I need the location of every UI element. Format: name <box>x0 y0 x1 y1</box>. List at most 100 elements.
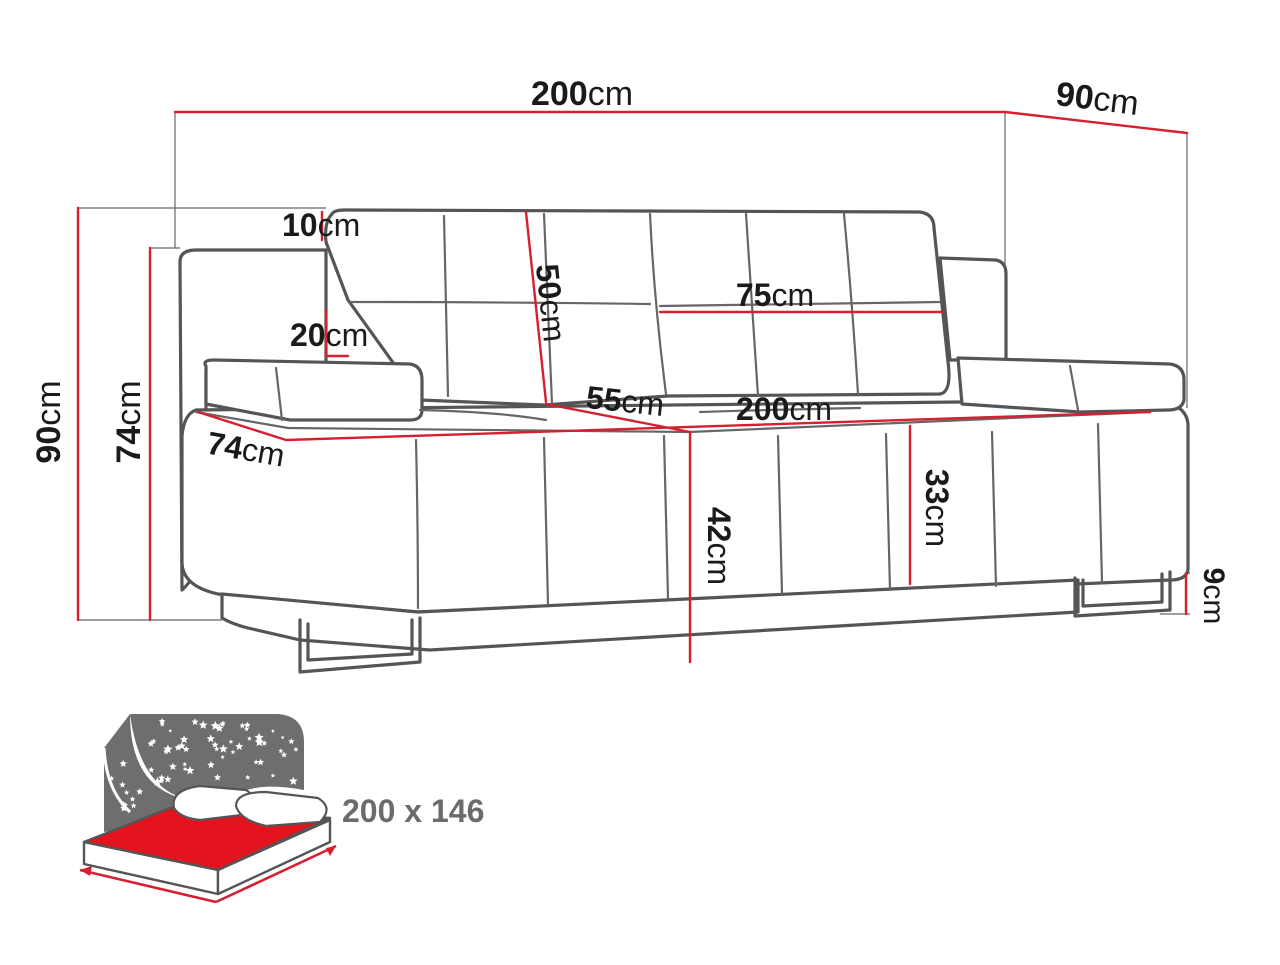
star-icon <box>270 773 276 778</box>
star-icon <box>278 748 284 754</box>
star-icon <box>281 751 288 758</box>
label-total-height: 90cm <box>30 380 68 463</box>
label-backrest-width: 75cm <box>736 277 814 313</box>
star-icon <box>213 773 222 781</box>
star-icon <box>215 723 224 732</box>
arrowhead <box>326 846 336 856</box>
star-icon <box>124 789 130 795</box>
star-icon <box>244 721 251 728</box>
dim-line-side-depth <box>196 410 288 442</box>
sofa <box>178 208 1190 674</box>
stars-icon <box>108 717 299 812</box>
star-icon <box>220 754 225 759</box>
star-icon <box>219 744 228 753</box>
star-icon <box>280 735 285 740</box>
star-icon <box>206 734 215 743</box>
star-icon <box>230 749 236 755</box>
star-icon <box>257 758 265 766</box>
star-icon <box>253 759 259 765</box>
pillow-right <box>234 790 328 828</box>
star-icon <box>163 744 173 754</box>
star-icon <box>129 796 136 802</box>
star-icon <box>108 775 115 781</box>
star-icon <box>182 745 190 753</box>
star-icon <box>245 774 251 780</box>
star-icon <box>148 766 155 773</box>
label-armrest-width: 10cm <box>282 207 360 243</box>
star-icon <box>198 720 208 729</box>
star-icon <box>164 775 172 783</box>
label-total-width: 200cm <box>531 75 633 113</box>
star-icon <box>120 800 127 807</box>
star-icon <box>191 718 199 725</box>
label-seat-cushion-height: 33cm <box>919 469 955 547</box>
star-icon <box>182 761 188 767</box>
star-icon <box>235 742 244 750</box>
star-icon <box>247 736 252 741</box>
star-icon <box>211 741 219 748</box>
star-icon <box>159 778 165 784</box>
star-icon <box>270 729 275 733</box>
backrest <box>324 208 951 407</box>
star-icon <box>254 737 264 747</box>
star-icon <box>219 721 226 727</box>
star-icon <box>163 748 170 755</box>
star-icon <box>136 788 144 795</box>
star-icon <box>179 735 189 744</box>
star-icon <box>178 741 186 750</box>
dimension-lines <box>76 110 1189 664</box>
dim-line-backrest-height <box>524 210 548 404</box>
star-icon <box>130 802 137 809</box>
star-icon <box>239 722 246 729</box>
label-side-depth: 74cm <box>204 425 287 474</box>
right-armrest <box>938 256 1008 362</box>
star-icon <box>289 776 298 785</box>
right-leg <box>1073 570 1172 618</box>
star-icon <box>293 746 299 752</box>
bed-size-label: 200 x 146 <box>342 793 484 829</box>
star-icon <box>182 766 188 771</box>
dimension-labels: 200cm 90cm 90cm 74cm 10cm 20cm 50cm 75cm… <box>30 75 1230 624</box>
star-icon <box>147 740 155 747</box>
left-arm-cushion <box>203 358 424 422</box>
star-icon <box>261 740 268 746</box>
bed-width-arrow <box>79 868 217 904</box>
star-icon <box>254 732 264 742</box>
label-armrest-thickness: 20cm <box>290 317 368 353</box>
right-arm-cushion <box>956 356 1186 414</box>
label-seat-width: 200cm <box>736 391 832 427</box>
star-icon <box>214 746 220 752</box>
star-icon <box>168 728 173 733</box>
bed-function-icon: 200 x 146 <box>79 714 484 904</box>
bed-depth-arrow <box>215 844 337 904</box>
star-icon <box>158 717 166 725</box>
label-seat-depth: 55cm <box>584 379 666 423</box>
star-icon <box>119 781 126 788</box>
star-icon <box>228 739 234 744</box>
plinth <box>220 578 1080 652</box>
star-icon <box>207 761 215 769</box>
star-icon <box>159 722 165 727</box>
star-icon <box>152 777 163 786</box>
label-leg-height: 9cm <box>1197 568 1230 625</box>
label-total-depth: 90cm <box>1054 75 1141 123</box>
star-icon <box>169 762 177 770</box>
label-armrest-height: 74cm <box>110 380 148 463</box>
arrowhead <box>80 866 92 876</box>
star-icon <box>150 738 157 744</box>
star-icon <box>288 738 295 745</box>
star-icon <box>185 766 195 775</box>
label-seat-height: 42cm <box>701 507 737 585</box>
label-backrest-height: 50cm <box>529 262 573 344</box>
left-leg <box>298 616 422 674</box>
mattress-front <box>216 818 332 896</box>
night-sky-panel <box>104 714 304 832</box>
star-icon <box>244 726 250 732</box>
star-icon <box>119 759 127 767</box>
dim-line-total-depth <box>1003 110 1189 135</box>
star-icon <box>120 804 128 812</box>
star-icon <box>158 774 166 782</box>
dim-line-seat-width <box>284 410 1152 442</box>
